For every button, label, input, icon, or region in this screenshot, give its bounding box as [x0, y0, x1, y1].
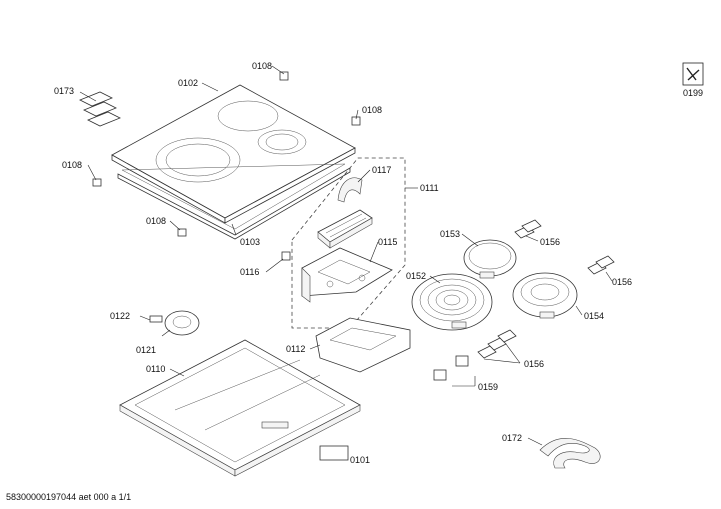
cable-harness — [337, 177, 363, 203]
tools-icon — [682, 62, 704, 86]
callout-0108-top: 0108 — [252, 61, 272, 71]
cable-0172 — [539, 438, 601, 469]
clip-0108-top — [279, 71, 289, 81]
callout-0102: 0102 — [178, 78, 198, 88]
callout-0173: 0173 — [54, 86, 74, 96]
callout-0108-right: 0108 — [362, 105, 382, 115]
clamps-0156-lower — [477, 329, 517, 359]
callout-0121: 0121 — [136, 345, 156, 355]
callout-0154: 0154 — [584, 311, 604, 321]
callout-0152: 0152 — [406, 271, 426, 281]
callout-0110: 0110 — [146, 364, 165, 374]
clip-0116 — [281, 251, 291, 261]
callout-0112: 0112 — [286, 344, 305, 354]
brackets-0159 — [433, 355, 469, 381]
callout-0159: 0159 — [478, 382, 498, 392]
clip-0108-right — [351, 116, 361, 126]
radiant-heater-0152 — [411, 273, 493, 331]
frame-seal — [117, 163, 351, 240]
callout-0156-upper: 0156 — [540, 237, 560, 247]
control-board-0112 — [315, 317, 411, 373]
control-bracket — [301, 247, 393, 303]
callout-0103: 0103 — [240, 237, 260, 247]
callout-0108-lower: 0108 — [146, 216, 166, 226]
callout-0156-lower: 0156 — [524, 359, 544, 369]
callout-0199: 0199 — [683, 88, 703, 98]
leader-lines — [79, 65, 613, 446]
callout-0156-right: 0156 — [612, 277, 632, 287]
spring-clips-0173 — [79, 91, 121, 127]
radiant-heater-0153 — [463, 239, 517, 279]
callout-0117: 0117 — [372, 165, 391, 175]
sensor-0122 — [149, 315, 163, 323]
callout-0115: 0115 — [378, 237, 397, 247]
radiant-heater-0154 — [512, 272, 578, 319]
callout-0172: 0172 — [502, 433, 522, 443]
fan-0121 — [164, 310, 200, 336]
clip-0108-lower — [177, 228, 187, 237]
callout-0111: 0111 — [420, 183, 439, 193]
glass-ceramic-top — [111, 84, 356, 224]
terminal-block — [317, 209, 373, 249]
clamps-0156-upper — [514, 219, 542, 239]
document-id: 58300000197044 aet 000 a 1/1 — [6, 492, 132, 502]
callout-0101: 0101 — [350, 455, 370, 465]
callout-0122: 0122 — [110, 311, 130, 321]
control-module-group-outline — [291, 157, 406, 329]
rating-plate-0101 — [319, 445, 349, 461]
callout-0116: 0116 — [240, 267, 259, 277]
bottom-tray-0110 — [119, 339, 361, 477]
clamps-0156-right — [587, 255, 615, 275]
callout-0153: 0153 — [440, 229, 460, 239]
callout-0108-left: 0108 — [62, 160, 82, 170]
clip-0108-left — [92, 178, 102, 187]
